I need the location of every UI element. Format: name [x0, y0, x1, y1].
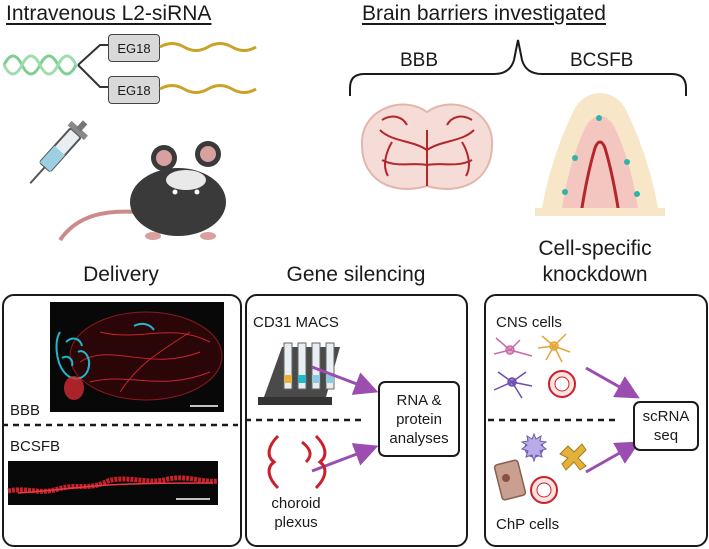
- gene-silencing-title: Gene silencing: [286, 263, 426, 286]
- sirna-helix-icon: [2, 54, 78, 76]
- cd31-macs-label: CD31 MACS: [253, 314, 339, 331]
- cns-cells-icon: [493, 333, 576, 399]
- lipid-tail-bottom: [159, 84, 257, 94]
- rna-protein-box: RNA & protein analyses: [378, 381, 460, 457]
- chp-cells-label: ChP cells: [496, 516, 560, 533]
- syringe-icon: [29, 120, 88, 184]
- bbb-label: BBB: [400, 50, 439, 71]
- delivery-bbb-label: BBB: [10, 402, 41, 419]
- knockdown-title: Cell-specific knockdown: [538, 237, 652, 286]
- header-left-title: Intravenous L2-siRNA: [6, 2, 212, 25]
- delivery-divider: [2, 423, 238, 427]
- gene-silencing-arrows: [311, 365, 379, 473]
- brain-vasculature-illustration: [360, 103, 494, 190]
- cns-cells-label: CNS cells: [496, 314, 562, 331]
- scrna-seq-box: scRNA seq: [633, 401, 699, 451]
- mouse-illustration: [58, 141, 226, 242]
- knockdown-divider: [488, 418, 616, 422]
- knockdown-arrows: [585, 366, 640, 474]
- lipid-tail-top: [159, 42, 257, 52]
- choroid-plexus-icon: [267, 434, 327, 490]
- gene-silencing-divider: [245, 418, 365, 422]
- chp-cells-icon: [493, 432, 587, 504]
- delivery-title: Delivery: [83, 263, 159, 286]
- bracket-lines: [349, 39, 687, 96]
- macs-column-stand-icon: [258, 342, 340, 405]
- bcsfb-microscopy-image: [7, 461, 219, 505]
- eg18-tag-top: EG18: [108, 34, 160, 62]
- delivery-bcsfb-label: BCSFB: [10, 438, 61, 455]
- eg18-tag-bottom: EG18: [108, 76, 160, 104]
- choroid-plexus-villus-illustration: [535, 93, 665, 216]
- header-right-title: Brain barriers investigated: [362, 2, 606, 25]
- bbb-microscopy-image: [50, 302, 224, 412]
- choroid-plexus-label: choroid plexus: [271, 495, 321, 531]
- bcsfb-label: BCSFB: [570, 50, 634, 71]
